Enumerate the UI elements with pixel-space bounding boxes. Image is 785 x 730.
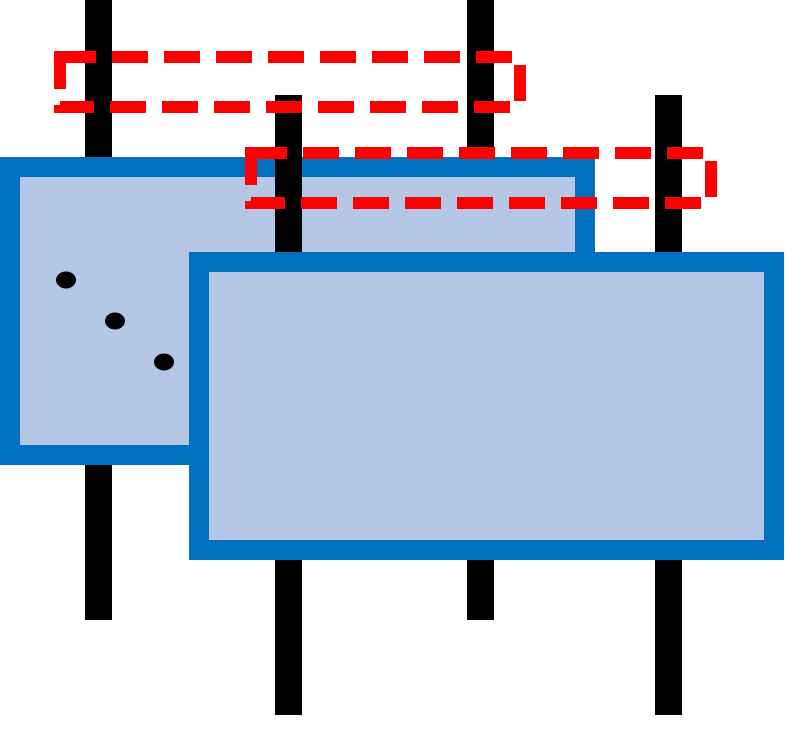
ellipsis-dot-2 [105, 312, 125, 330]
front-box [189, 252, 784, 560]
dashed-highlight-top [54, 51, 526, 113]
ellipsis-dot-3 [154, 353, 174, 371]
ellipsis-dot-1 [56, 271, 76, 289]
vertical-line-2-over-back-box [275, 157, 302, 262]
dashed-highlight-bottom [245, 147, 717, 209]
